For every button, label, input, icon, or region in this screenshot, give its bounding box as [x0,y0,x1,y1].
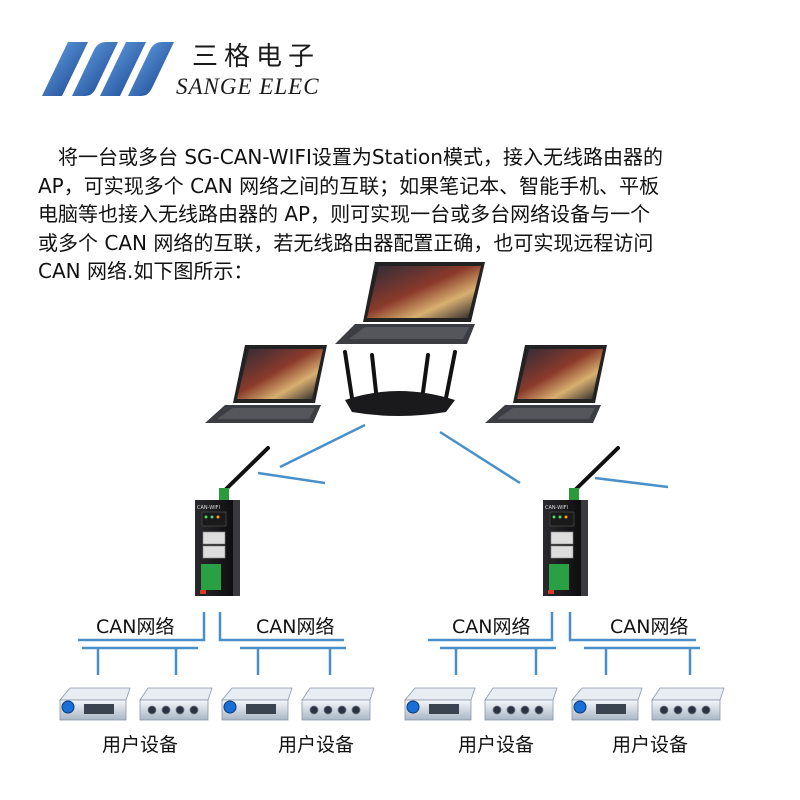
wireless-link-left-gw [257,471,326,485]
description-line: CAN 网络.如下图所示： [38,259,254,283]
can-wifi-gateway-left [195,446,270,596]
description-line: 将一台或多台 SG-CAN-WIFI设置为Station模式，接入无线路由器的 [38,145,663,169]
laptop-top [335,262,485,344]
user-device-label-2: 用户设备 [278,734,355,756]
wireless-router-icon [343,350,457,416]
user-device-a-icon [571,687,643,721]
user-device-b-icon [484,687,558,721]
user-device-a-icon [59,687,131,721]
description-line: 或多个 CAN 网络的互联，若无线路由器配置正确，也可实现远程访问 [38,230,654,255]
user-device-b-icon [301,687,375,721]
can-bus-lines [78,612,700,675]
wireless-link-right-gw [594,476,669,489]
wireless-link-left [279,423,366,469]
can-network-label-2: CAN网络 [256,616,335,638]
can-network-label-3: CAN网络 [452,616,531,638]
user-device-b-icon [139,687,213,721]
gateway-label: CAN-WIFI [545,505,568,511]
user-devices [59,687,725,721]
user-device-label-4: 用户设备 [612,734,689,756]
can-network-label-4: CAN网络 [610,616,689,638]
can-network-label-1: CAN网络 [96,616,175,638]
description-paragraph: 将一台或多台 SG-CAN-WIFI设置为Station模式，接入无线路由器的 … [38,143,768,286]
description-line: AP，可实现多个 CAN 网络之间的互联；如果笔记本、智能手机、平板 [38,173,660,198]
brand-name-cn: 三格电子 [192,42,321,72]
laptop-right [485,345,607,423]
user-device-a-icon [221,687,293,721]
gateway-label: CAN-WIFI [197,505,220,511]
wireless-link-right [439,430,521,485]
brand-name-en: SANGE ELEC [176,74,320,99]
user-device-a-icon [404,687,476,721]
sange-logo-mark-icon [42,42,174,96]
wireless-links [257,423,669,489]
user-device-b-icon [651,687,725,721]
description-line: 电脑等也接入无线路由器的 AP，则可实现一台或多台网络设备与一个 [38,202,651,226]
user-device-label-1: 用户设备 [102,734,179,756]
user-device-label-3: 用户设备 [458,734,535,756]
can-wifi-gateway-right [543,446,620,596]
laptop-left [205,345,327,423]
company-logo: 三格电子 SANGE ELEC [38,38,338,108]
